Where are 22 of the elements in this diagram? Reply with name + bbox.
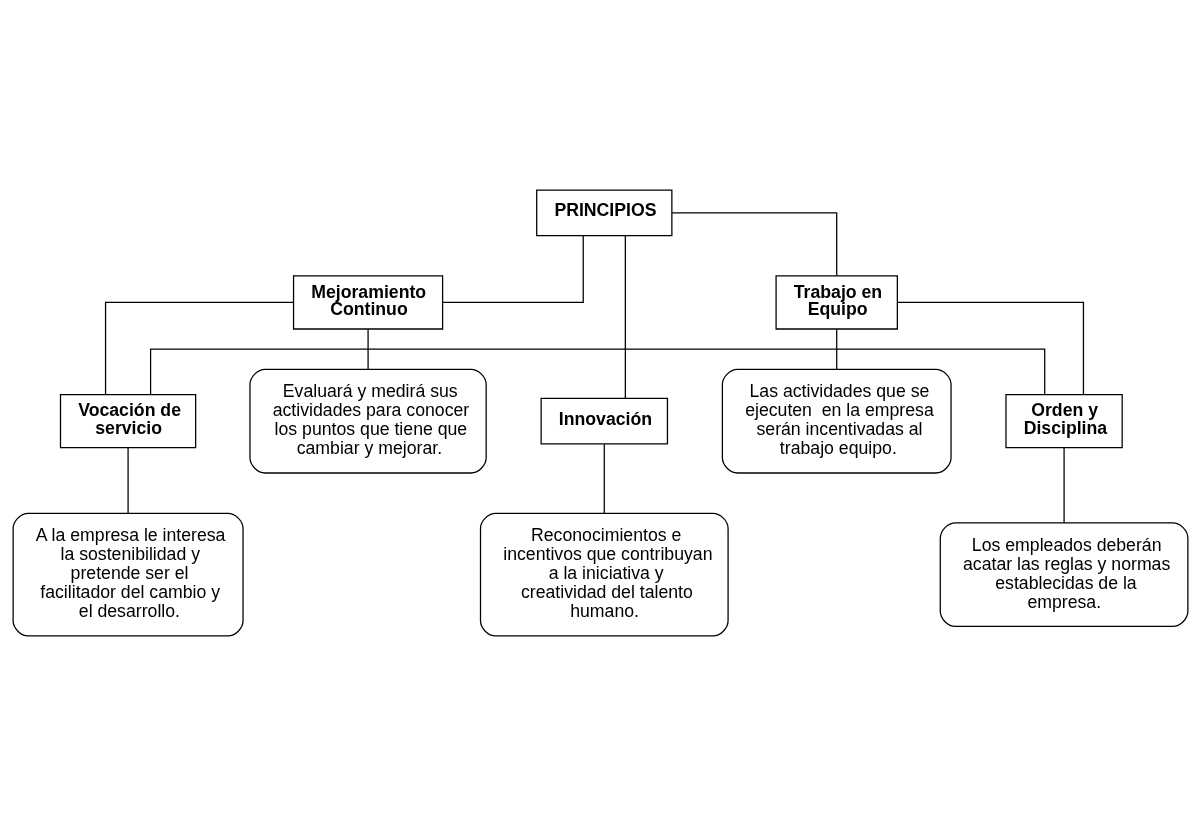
node-box: Los empleados deberán acatar las reglas y normas establecidas de la empresa. [939,522,1189,628]
node-box: A la empresa le interesa la sostenibilidad y pretende ser el facilitador del cambio y el desarrollo. [12,512,244,637]
node-box: PRINCIPIOS [536,189,673,237]
connector [104,301,295,395]
node-box: Mejoramiento Continuo [292,275,444,330]
node-box: Evaluará y medirá sus actividades para conocer los puntos que tiene que cambiar y mejorar. [249,368,487,474]
node-box: Orden y Disciplina [1005,394,1123,449]
connector [624,235,626,399]
connector [603,443,605,514]
node-box: Las actividades que se ejecuten en la empresa serán incentivadas al trabajo equipo. [721,368,952,474]
connector [127,447,129,514]
connector [896,301,1085,395]
node-box: Innovación [540,397,669,445]
connector [1063,447,1065,524]
connector [149,348,1046,396]
connector [671,212,838,277]
connector [367,328,369,370]
connector [442,235,584,304]
connector [836,328,838,370]
node-box: Reconocimientos e incentivos que contribuyan a la iniciativa y creatividad del talento humano. [479,512,729,637]
node-box: Trabajo en Equipo [775,275,898,330]
node-box: Vocación de servicio [59,394,197,449]
